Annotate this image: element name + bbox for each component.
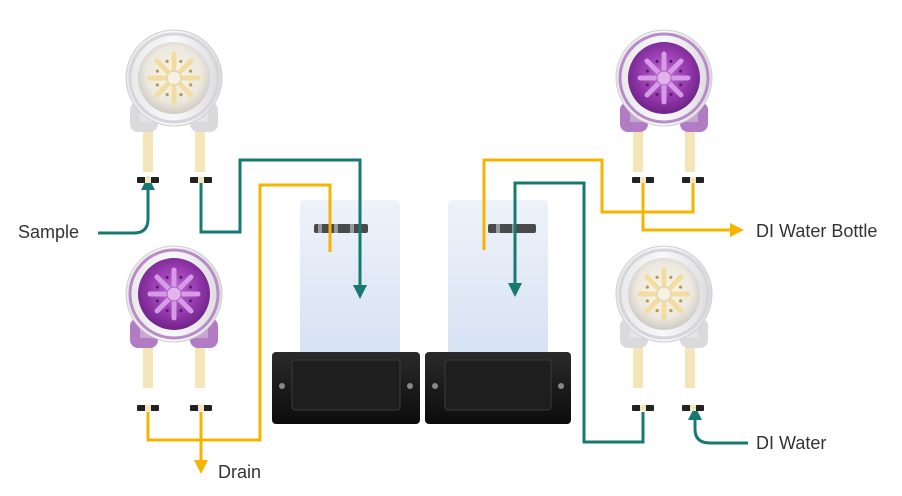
drain-arrow: [194, 460, 208, 474]
di-bottle-outlet-line: [641, 182, 732, 232]
drain-label: Drain: [218, 462, 262, 482]
di-water-arrow: [688, 406, 702, 420]
tube-connectors: [137, 177, 704, 411]
vessel-left-arrow: [353, 285, 367, 299]
di-water-label: DI Water: [756, 433, 827, 453]
sample-inlet-line: [98, 190, 150, 235]
pump-rotor-spokes: [637, 267, 691, 321]
vessel-left: [272, 200, 420, 424]
sample-label: Sample: [18, 222, 80, 242]
pump-rotor-spokes: [637, 51, 691, 105]
pump-tubes: [143, 128, 205, 172]
vessel-right-arrow: [508, 283, 522, 297]
di-bottle-arrow: [730, 223, 744, 237]
base-right: [425, 352, 571, 424]
pump-rotor-spokes: [147, 51, 201, 105]
pump-tubes: [633, 344, 695, 388]
pump-top-right: [615, 29, 713, 172]
di-water-inlet-line: [693, 418, 748, 445]
pump-rotor-spokes: [147, 267, 201, 321]
pump-tubes: [143, 344, 205, 388]
di-water-to-vessel-line: [513, 181, 645, 444]
sample-to-vessel-line: [199, 158, 362, 286]
vessel-right: [425, 200, 571, 424]
di-water-bottle-label: DI Water Bottle: [756, 221, 878, 241]
pump-tubes: [633, 128, 695, 172]
pump-top-left: [125, 29, 223, 172]
rinse-return-line: [482, 158, 695, 250]
pump-bottom-right: [615, 245, 713, 388]
pump-bottom-left: [125, 245, 223, 388]
base-left: [272, 352, 420, 424]
drain-line: [146, 183, 332, 442]
